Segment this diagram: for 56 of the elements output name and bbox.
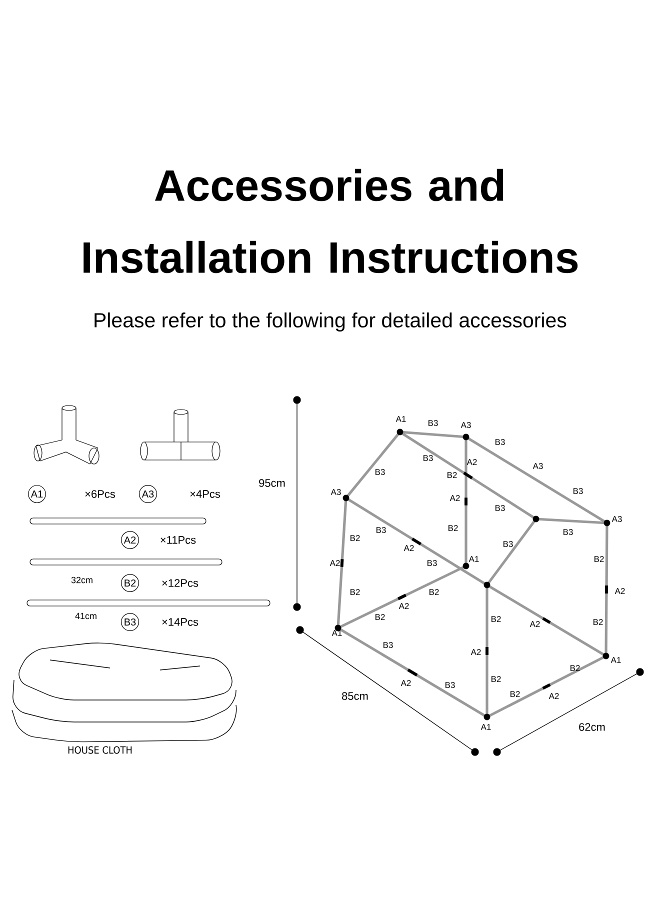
part-code: B2 [448,472,457,478]
part-code: A1 [610,657,621,663]
part-code: A2 [450,495,460,501]
dimension-label: 85cm [342,692,368,700]
part-code: A1 [396,416,406,422]
part-code: B3 [384,642,393,648]
part-code: B2 [510,691,520,697]
quantity-label: ×14Pcs [162,618,198,626]
part-code: B3 [446,682,455,688]
part-code: A2 [548,693,559,699]
part-code: A3 [460,422,471,428]
part-code: B2 [430,589,439,595]
part-code: A3 [532,463,543,469]
part-code: A3 [612,516,622,522]
part-code: A1 [480,724,491,730]
part-code: B2 [492,676,501,682]
quantity-label: ×4Pcs [190,490,220,498]
part-code: A2 [614,588,625,594]
subtitle: Please refer to the following for detailed accessories [94,312,566,332]
part-code: B3 [376,469,385,475]
part-code: B2 [594,556,604,562]
part-code: B2 [594,619,603,625]
part-code: A2 [398,603,409,609]
part-code: A2 [466,459,477,465]
title: Accessories and Installation Instructions [84,168,578,274]
dimension-label: 62cm [579,723,605,731]
part-code: A1 [468,556,479,562]
part-code: B3 [376,527,386,533]
part-code: B3 [424,455,433,461]
part-code: B2 [570,665,580,671]
part-code: B2 [492,616,501,622]
length-label: 41cm [75,612,96,620]
part-code: B3 [574,488,583,494]
part-code: B2 [448,525,458,531]
part-code: A2 [330,560,340,566]
quantity-label: ×11Pcs [160,536,196,544]
part-code: B2 [350,535,360,541]
part-code: A2 [530,621,540,627]
part-code: B3 [564,529,573,535]
part-code: B3 [496,439,505,445]
part-code: A2 [404,545,414,551]
item-label: HOUSE CLOTH [68,746,132,754]
part-code: A1 [332,630,342,636]
part-code: A3 [330,489,341,495]
quantity-label: ×12Pcs [162,579,198,587]
part-code: A2 [470,649,481,655]
quantity-label: ×6Pcs [85,490,116,498]
part-code: B3 [496,505,505,511]
part-code: B2 [376,614,385,620]
length-label: 32cm [71,576,92,584]
part-code: B3 [428,560,437,566]
part-code: B3 [428,420,438,426]
part-code: B3 [504,541,513,547]
part-code: A2 [400,680,411,686]
dimension-label: 95cm [259,479,285,487]
part-code: B2 [350,589,360,595]
